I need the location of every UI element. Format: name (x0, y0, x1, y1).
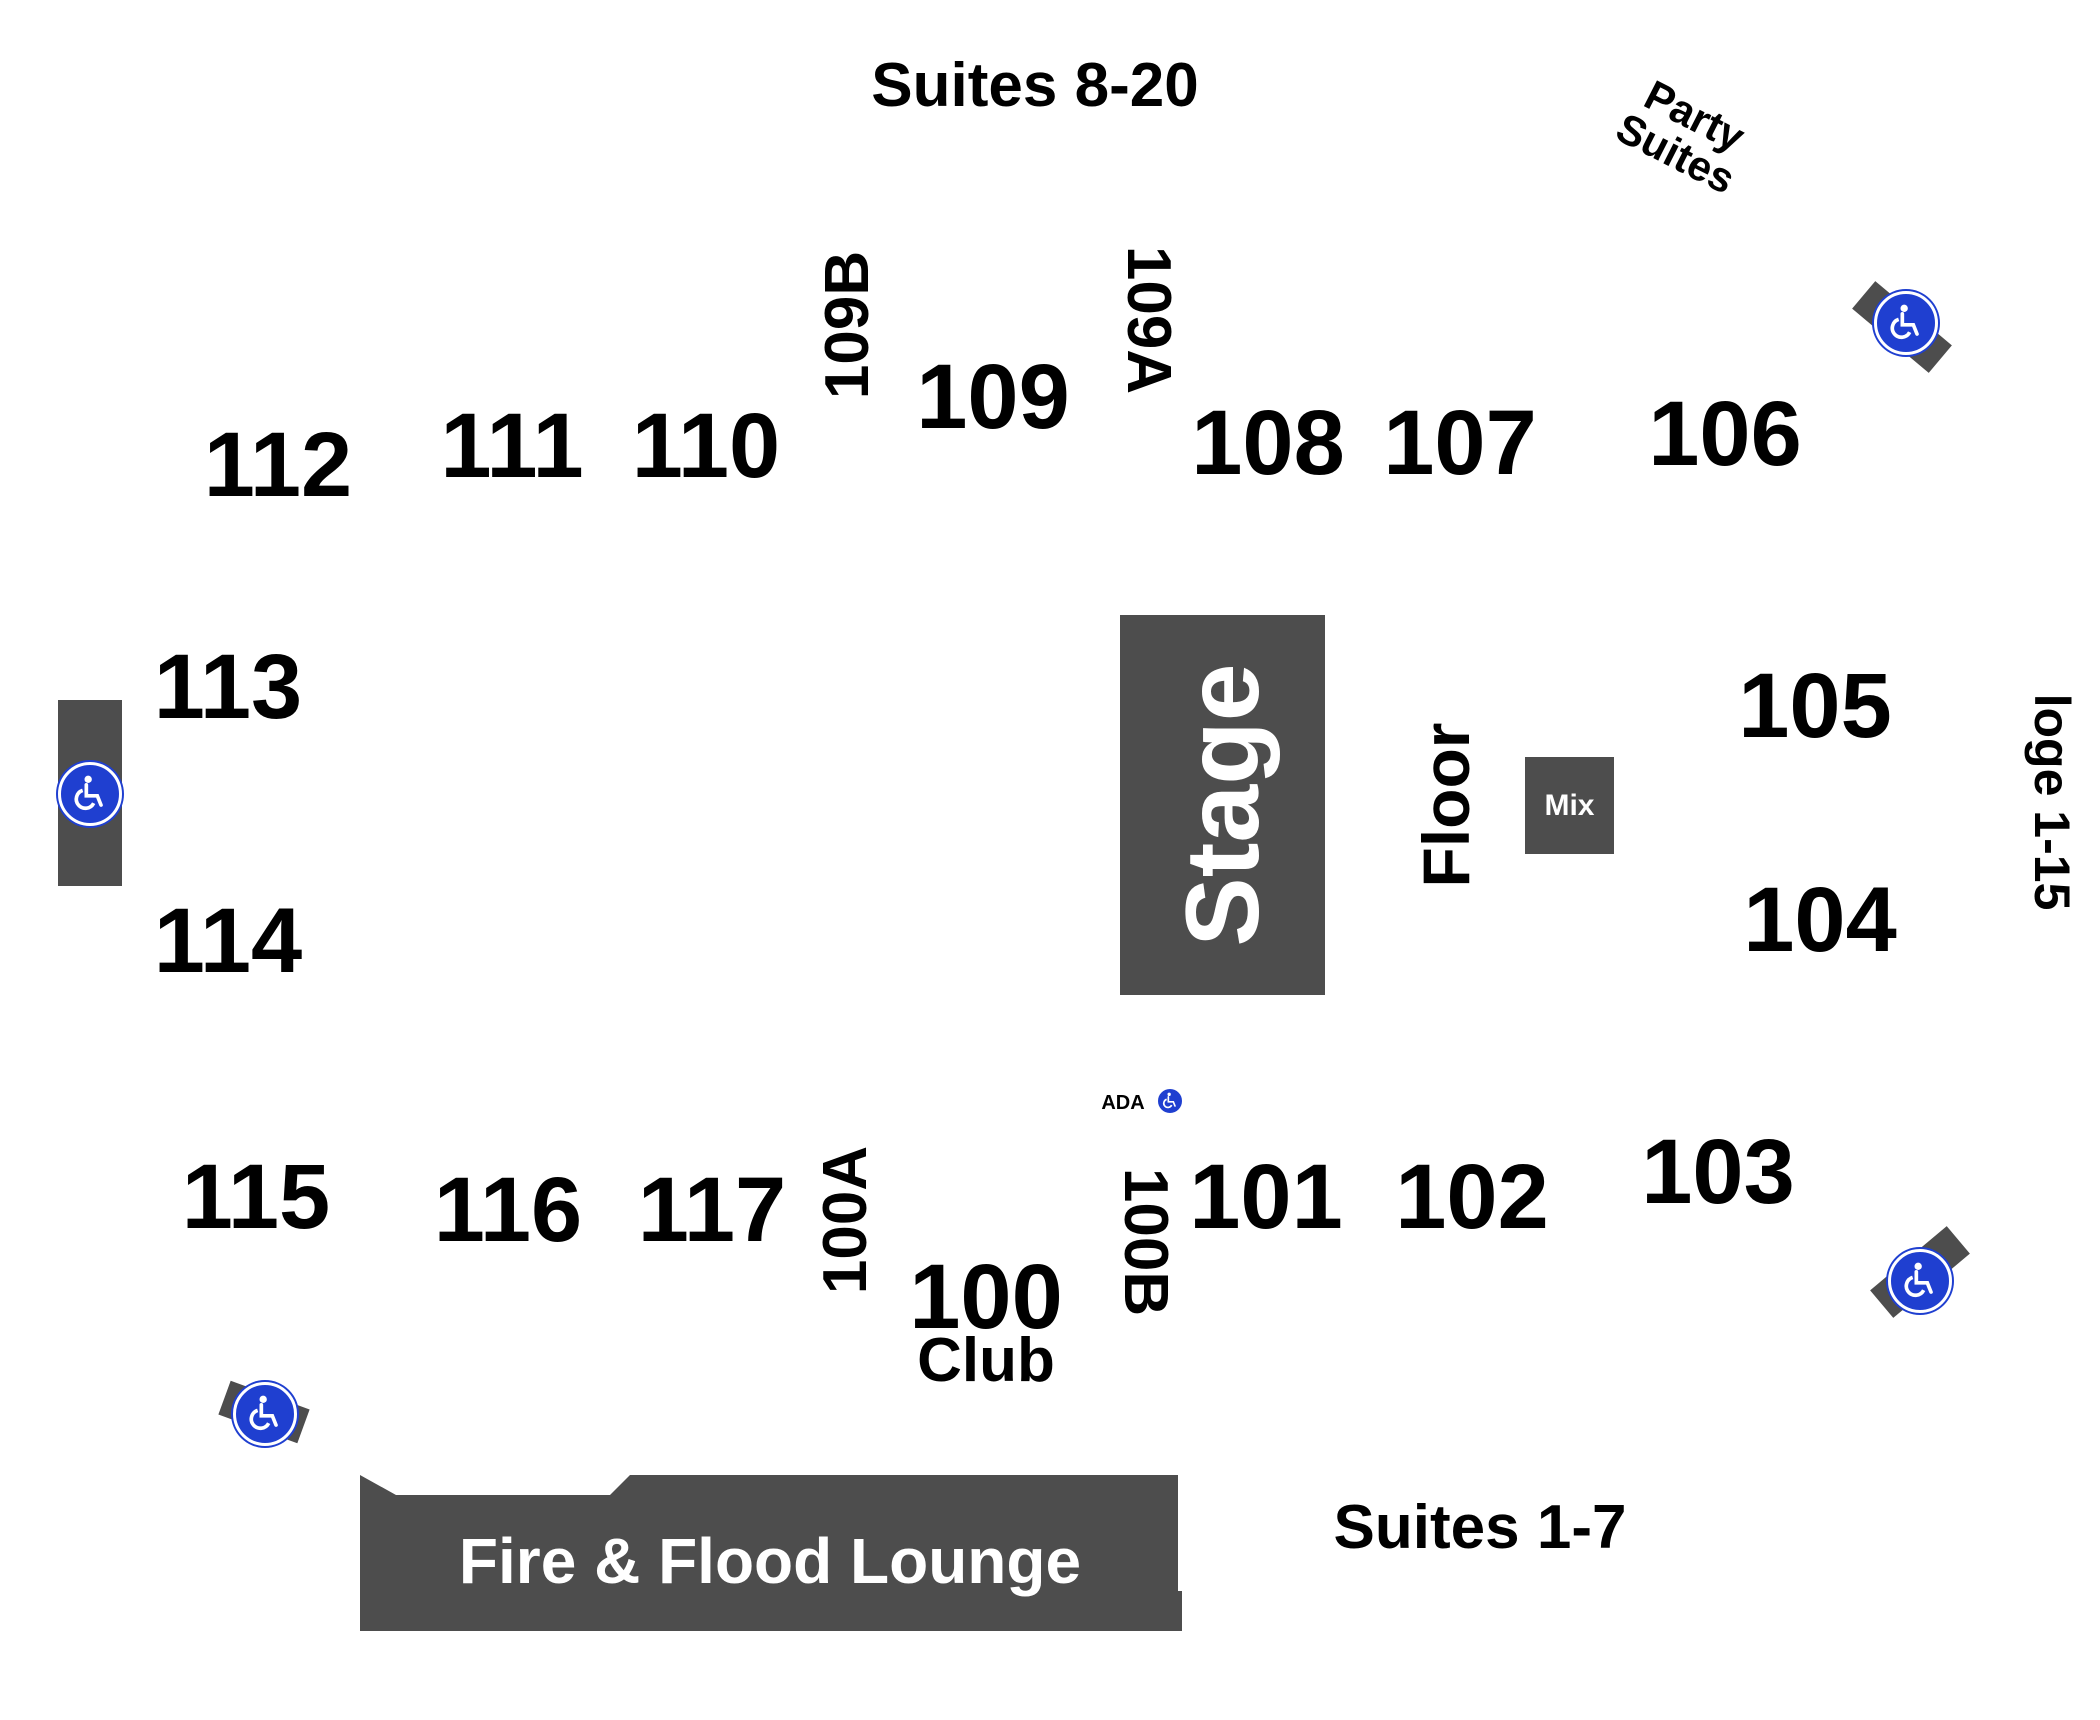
section-104[interactable]: 104 (1743, 869, 1897, 971)
wheelchair-icon (233, 1382, 297, 1446)
section-115[interactable]: 115 (181, 1146, 331, 1248)
wheelchair-icon-glyph (1162, 1092, 1176, 1109)
section-101[interactable]: 101 (1189, 1146, 1343, 1248)
section-114[interactable]: 114 (153, 890, 303, 992)
section-107[interactable]: 107 (1383, 392, 1537, 494)
wheelchair-icon-glyph (1890, 304, 1919, 340)
section-110[interactable]: 110 (631, 395, 781, 497)
lounge-block[interactable] (360, 1475, 1182, 1631)
section-100b[interactable]: 100B (1111, 1167, 1180, 1317)
suites-8-20-label[interactable]: Suites 8-20 (871, 51, 1199, 120)
section-108[interactable]: 108 (1191, 392, 1345, 494)
section-113[interactable]: 113 (153, 636, 303, 738)
wheelchair-icon (1888, 1249, 1952, 1313)
wheelchair-icon (1156, 1087, 1184, 1115)
section-112[interactable]: 112 (203, 414, 353, 516)
mix-booth: Mix (1525, 757, 1614, 854)
wheelchair-icon-glyph (249, 1395, 278, 1431)
wheelchair-icon (1874, 291, 1938, 355)
wheelchair-icon-glyph (1904, 1262, 1933, 1298)
section-102[interactable]: 102 (1395, 1146, 1549, 1248)
section-109[interactable]: 109 (916, 346, 1070, 448)
wheelchair-icon (58, 762, 122, 826)
stage-label: Stage (1164, 663, 1281, 947)
section-117[interactable]: 117 (637, 1159, 787, 1261)
wheelchair-icon-glyph (74, 775, 103, 811)
section-109b[interactable]: 109B (813, 250, 882, 400)
ada-label: ADA (1101, 1092, 1145, 1114)
section-105[interactable]: 105 (1738, 655, 1892, 757)
party-suites-label[interactable]: Party Suites (1609, 69, 1760, 203)
stage[interactable]: Stage (1120, 615, 1325, 995)
section-111[interactable]: 111 (440, 395, 584, 497)
club-label: Club (917, 1326, 1055, 1395)
lounge-label: Fire & Flood Lounge (458, 1525, 1082, 1597)
section-100[interactable]: 100 (909, 1246, 1063, 1348)
section-103[interactable]: 103 (1641, 1121, 1795, 1223)
loge-label[interactable]: loge 1-15 (2024, 693, 2080, 911)
section-116[interactable]: 116 (433, 1159, 583, 1261)
section-106[interactable]: 106 (1648, 383, 1802, 485)
floor-label[interactable]: Floor (1409, 722, 1483, 888)
suites-1-7-label[interactable]: Suites 1-7 (1333, 1493, 1627, 1562)
mix-label: Mix (1544, 788, 1595, 822)
section-109a[interactable]: 109A (1114, 245, 1183, 395)
section-100a[interactable]: 100A (811, 1145, 880, 1295)
